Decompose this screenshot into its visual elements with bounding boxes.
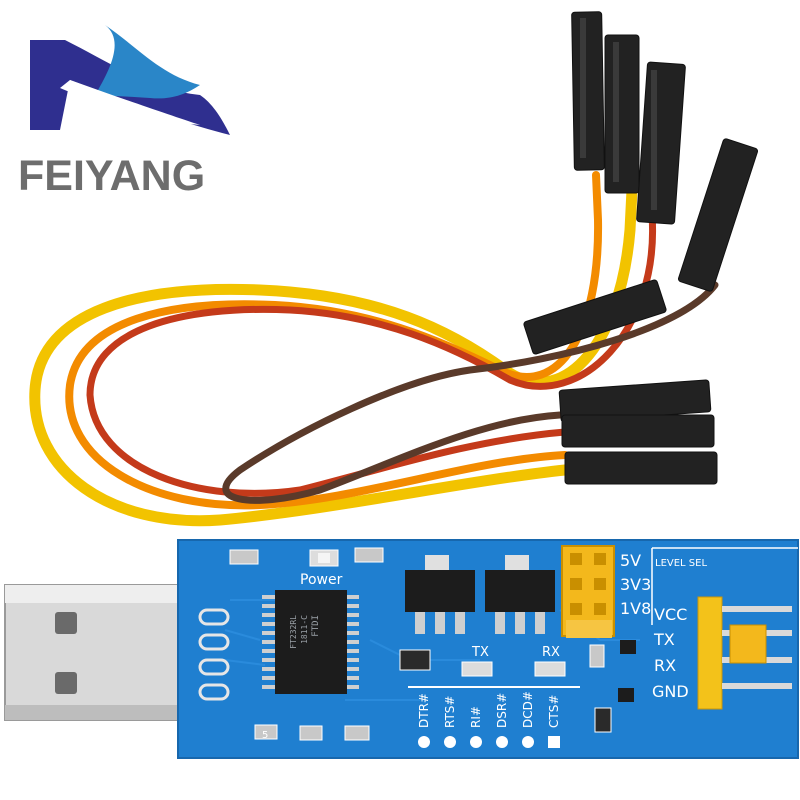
output-pin-header[interactable]	[697, 596, 792, 710]
pin-label-gnd: GND	[652, 682, 689, 701]
pin-label-rx: RX	[654, 656, 676, 675]
dupont-housing	[636, 61, 686, 225]
rx-led	[534, 661, 566, 677]
dupont-housing	[561, 414, 715, 448]
ftdi-board: FTDI 1811-C FT232RL Power 5	[177, 539, 799, 759]
signal-label: CTS#	[547, 695, 561, 728]
dupont-housing	[564, 451, 718, 485]
resistor-code: 5	[262, 730, 268, 741]
output-jumper-cap[interactable]	[729, 624, 767, 664]
usb-slot	[55, 612, 77, 634]
pin-label-vcc: VCC	[654, 605, 687, 624]
signal-pads	[418, 736, 560, 748]
voltage-label: 5V	[620, 551, 641, 570]
voltage-regulators	[405, 555, 555, 634]
dupont-housing	[571, 11, 605, 171]
brand-name: FEIYANG	[18, 152, 205, 200]
voltage-label: 1V8	[620, 599, 651, 618]
tx-led-label: TX	[471, 645, 489, 660]
voltage-jumper[interactable]	[561, 545, 615, 638]
dupont-highlights	[580, 18, 657, 210]
chip-marking: FT232RL	[289, 615, 298, 649]
jumper-wires	[29, 171, 719, 527]
usb-pads	[198, 608, 230, 701]
signal-label: DCD#	[521, 691, 535, 728]
dupont-housing	[677, 138, 759, 292]
power-label: Power	[300, 572, 343, 588]
chip-marking: 1811-C	[300, 615, 309, 644]
signal-label: DTR#	[417, 693, 431, 728]
smd-components	[229, 547, 612, 741]
red-wire	[86, 211, 657, 497]
tx-led	[461, 661, 493, 677]
brown-wire	[222, 281, 719, 504]
voltage-label: 3V3	[620, 575, 651, 594]
signal-label: RTS#	[443, 696, 457, 728]
feiyang-logo: FEIYANG	[18, 25, 230, 200]
ft232-chip: FTDI 1811-C FT232RL	[262, 590, 359, 694]
pin-label-tx: TX	[653, 630, 675, 649]
orange-wire	[65, 171, 603, 510]
dupont-housing	[604, 34, 640, 194]
dupont-connectors-right	[558, 379, 718, 485]
chip-marking: FTDI	[311, 615, 321, 637]
signal-labels: DTR# RTS# RI# DSR# DCD# CTS#	[417, 691, 561, 728]
usb-slot	[55, 672, 77, 694]
level-sel-label: LEVEL SEL	[655, 558, 707, 569]
dupont-housing	[523, 279, 667, 355]
signal-label: RI#	[469, 706, 483, 728]
signal-label: DSR#	[495, 693, 509, 728]
rx-led-label: RX	[542, 645, 560, 660]
